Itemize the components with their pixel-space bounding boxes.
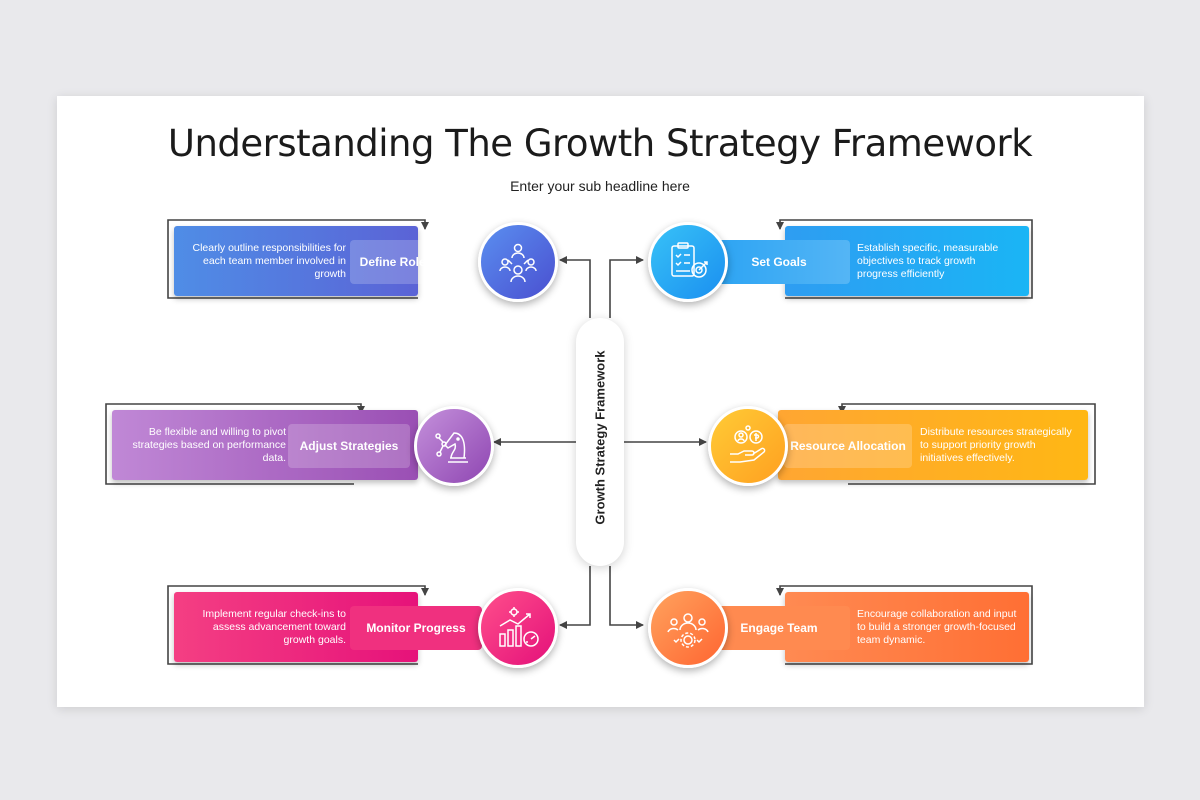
node-engage-team[interactable] xyxy=(648,588,728,668)
node-adjust-strategies[interactable] xyxy=(414,406,494,486)
card-label-engage-team: Engage Team xyxy=(708,606,850,650)
card-resource-allocation[interactable]: Resource Allocation Distribute resources… xyxy=(778,410,1088,480)
card-adjust-strategies[interactable]: Be flexible and willing to pivot strateg… xyxy=(112,410,418,480)
page-subtitle: Enter your sub headline here xyxy=(510,178,690,194)
card-label-set-goals-box: Set Goals xyxy=(708,240,850,284)
card-label-adjust-strategies: Adjust Strategies xyxy=(288,424,410,468)
chess-knight-icon xyxy=(435,432,468,463)
center-framework-pill: Growth Strategy Framework xyxy=(576,318,624,566)
card-description: Clearly outline responsibilities for eac… xyxy=(192,241,347,280)
node-define-roles[interactable] xyxy=(478,222,558,302)
card-description: Implement regular check-ins to assess ad… xyxy=(202,607,346,646)
page-title: Understanding The Growth Strategy Framew… xyxy=(167,122,1033,165)
checklist-target-icon xyxy=(671,242,708,278)
card-define-roles[interactable]: Clearly outline responsibilities for eac… xyxy=(174,226,442,296)
hand-resources-icon xyxy=(730,425,766,463)
center-framework-label: Growth Strategy Framework xyxy=(592,350,608,525)
card-label-resource-allocation: Resource Allocation xyxy=(784,424,912,468)
card-description: Encourage collaboration and input to bui… xyxy=(857,607,1017,646)
node-monitor-progress[interactable] xyxy=(478,588,558,668)
team-roles-icon xyxy=(499,243,537,283)
node-resource-allocation[interactable] xyxy=(708,406,788,486)
card-label-define-roles: Define Roles xyxy=(350,240,442,284)
team-gear-icon xyxy=(667,613,709,648)
growth-chart-icon xyxy=(499,607,539,647)
card-description: Distribute resources strategically to su… xyxy=(920,425,1072,464)
card-description: Be flexible and willing to pivot strateg… xyxy=(132,425,286,464)
node-set-goals[interactable] xyxy=(648,222,728,302)
card-description: Establish specific, measurable objective… xyxy=(857,241,999,280)
card-label-monitor-progress-box: Monitor Progress xyxy=(350,606,482,650)
